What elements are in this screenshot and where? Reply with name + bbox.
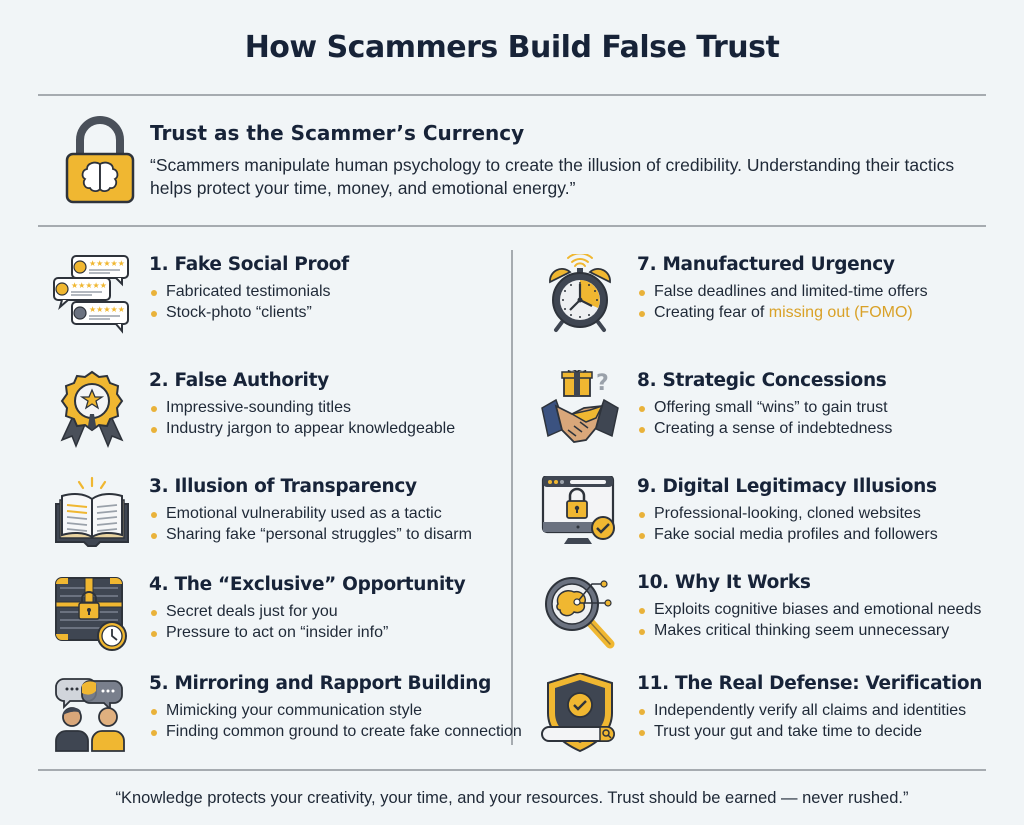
bullet: Finding common ground to create fake con… xyxy=(149,722,529,743)
bullet: Makes critical thinking seem unnecessary xyxy=(637,621,1017,642)
divider-top xyxy=(38,94,986,96)
bullet: Exploits cognitive biases and emotional … xyxy=(637,600,1017,621)
divider-middle xyxy=(38,225,986,227)
testimonial-bubbles-icon: ★★★★★ ★★★★★ ★★★★★ xyxy=(52,254,132,336)
tactic-heading: 3. Illusion of Transparency xyxy=(149,476,417,497)
tactic-bullets: Offering small “wins” to gain trust Crea… xyxy=(637,398,1017,439)
intro-section: Trust as the Scammer’s Currency “Scammer… xyxy=(50,112,1000,212)
bullet: Trust your gut and take time to decide xyxy=(637,722,1017,743)
open-book-icon xyxy=(52,476,132,558)
tactic-bullets: Professional-looking, cloned websites Fa… xyxy=(637,504,1017,545)
tactic-heading: 10. Why It Works xyxy=(637,572,811,593)
tactic-item-9: 9. Digital Legitimacy Illusions Professi… xyxy=(540,476,1010,571)
tactic-item-4: 4. The “Exclusive” Opportunity Secret de… xyxy=(52,574,522,669)
tactic-item-3: 3. Illusion of Transparency Emotional vu… xyxy=(52,476,522,571)
tactic-heading: 5. Mirroring and Rapport Building xyxy=(149,673,492,694)
svg-text:★★★★★: ★★★★★ xyxy=(89,305,125,314)
tactic-bullets: Fabricated testimonials Stock-photo “cli… xyxy=(149,282,529,323)
fomo-highlight: missing out (FOMO) xyxy=(768,303,913,321)
tactic-heading: 2. False Authority xyxy=(149,370,329,391)
svg-text:★★★★★: ★★★★★ xyxy=(89,259,125,268)
two-people-chat-icon xyxy=(52,673,132,755)
svg-text:?: ? xyxy=(596,371,609,396)
tactic-item-1: ★★★★★ ★★★★★ ★★★★★ 1. Fake Social Proof F… xyxy=(52,254,522,349)
shield-check-search-icon xyxy=(540,673,620,755)
bullet: Industry jargon to appear knowledgeable xyxy=(149,419,529,440)
bullet: Offering small “wins” to gain trust xyxy=(637,398,1017,419)
bullet: Professional-looking, cloned websites xyxy=(637,504,1017,525)
treasure-chest-clock-icon xyxy=(52,574,132,656)
tactic-heading: 7. Manufactured Urgency xyxy=(637,254,895,275)
tactic-bullets: Exploits cognitive biases and emotional … xyxy=(637,600,1017,641)
intro-quote: “Scammers manipulate human psychology to… xyxy=(150,155,955,198)
tactic-item-2: 2. False Authority Impressive-sounding t… xyxy=(52,370,522,465)
bullet: Mimicking your communication style xyxy=(149,701,529,722)
intro-heading: Trust as the Scammer’s Currency xyxy=(150,121,525,145)
page-title: How Scammers Build False Trust xyxy=(244,30,780,65)
bullet: Creating fear of missing out (FOMO) xyxy=(637,303,1017,324)
tactic-bullets: Secret deals just for you Pressure to ac… xyxy=(149,602,529,643)
tactic-bullets: Emotional vulnerability used as a tactic… xyxy=(149,504,529,545)
tactic-heading: 1. Fake Social Proof xyxy=(149,254,349,275)
monitor-lock-check-icon xyxy=(540,476,620,558)
bullet: Creating a sense of indebtedness xyxy=(637,419,1017,440)
tactic-heading: 4. The “Exclusive” Opportunity xyxy=(149,574,466,595)
footer-quote: “Knowledge protects your creativity, you… xyxy=(115,789,909,807)
padlock-brain-icon xyxy=(60,116,140,204)
bullet: Independently verify all claims and iden… xyxy=(637,701,1017,722)
tactic-bullets: Mimicking your communication style Findi… xyxy=(149,701,529,742)
tactic-item-10: 10. Why It Works Exploits cognitive bias… xyxy=(540,572,1010,667)
award-ribbon-icon xyxy=(52,370,132,452)
gift-handshake-icon: ? xyxy=(540,370,620,452)
bullet: Sharing fake “personal struggles” to dis… xyxy=(149,525,529,546)
bullet: False deadlines and limited-time offers xyxy=(637,282,1017,303)
column-divider xyxy=(511,250,513,745)
alarm-clock-icon xyxy=(540,254,620,336)
tactic-heading: 11. The Real Defense: Verification xyxy=(637,673,983,694)
tactic-heading: 9. Digital Legitimacy Illusions xyxy=(637,476,937,497)
bullet: Stock-photo “clients” xyxy=(149,303,529,324)
tactic-bullets: False deadlines and limited-time offers … xyxy=(637,282,1017,323)
bullet: Fabricated testimonials xyxy=(149,282,529,303)
bullet: Pressure to act on “insider info” xyxy=(149,623,529,644)
tactic-item-7: 7. Manufactured Urgency False deadlines … xyxy=(540,254,1010,349)
svg-text:★★★★★: ★★★★★ xyxy=(71,281,107,290)
tactic-bullets: Independently verify all claims and iden… xyxy=(637,701,1017,742)
tactic-item-5: 5. Mirroring and Rapport Building Mimick… xyxy=(52,673,522,768)
bullet: Impressive-sounding titles xyxy=(149,398,529,419)
bullet: Emotional vulnerability used as a tactic xyxy=(149,504,529,525)
tactic-bullets: Impressive-sounding titles Industry jarg… xyxy=(149,398,529,439)
tactic-item-8: ? 8. Strategic Concessions Offering smal… xyxy=(540,370,1010,465)
bullet: Fake social media profiles and followers xyxy=(637,525,1017,546)
tactic-heading: 8. Strategic Concessions xyxy=(637,370,887,391)
divider-bottom xyxy=(38,769,986,771)
magnifier-brain-icon xyxy=(540,572,620,654)
bullet: Secret deals just for you xyxy=(149,602,529,623)
tactic-item-11: 11. The Real Defense: Verification Indep… xyxy=(540,673,1010,768)
